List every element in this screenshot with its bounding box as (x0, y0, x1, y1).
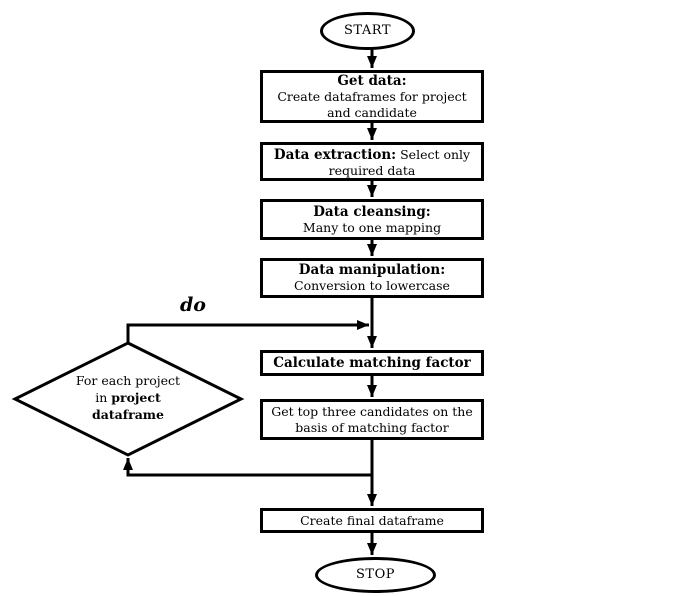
process-data-manipulation-body: Conversion to lowercase (294, 278, 450, 293)
decision-line2: in project (95, 390, 161, 405)
process-data-extraction-body: Select only required data (328, 147, 471, 178)
process-get-data-body: Create dataframes for project and candid… (277, 88, 467, 120)
stop-label: STOP (356, 567, 395, 582)
connector-diamond-do-branch (126, 320, 369, 344)
process-data-manipulation-title: Data manipulation: (298, 262, 446, 278)
process-get-top-three: Get top three candidates on the basis of… (260, 399, 484, 440)
stop-node: STOP (315, 557, 436, 593)
decision-diamond-label: For each project in project dataframe (43, 372, 213, 423)
process-get-data-title: Get data: (337, 72, 407, 89)
loop-do-label: do (180, 294, 206, 316)
process-calculate-matching-factor-title: Calculate matching factor (273, 355, 471, 371)
start-label: START (344, 23, 391, 38)
decision-diamond-shape (11, 341, 245, 457)
process-get-top-three-body: Get top three candidates on the basis of… (271, 403, 473, 435)
process-create-final-dataframe-body: Create final dataframe (300, 512, 444, 528)
process-create-final-dataframe: Create final dataframe (260, 508, 484, 533)
process-data-cleansing-title: Data cleansing: (313, 203, 431, 220)
process-data-extraction-title: Data extraction: (273, 147, 397, 163)
process-get-data: Get data: Create dataframes for project … (260, 70, 484, 123)
decision-line1: For each project (75, 373, 181, 388)
process-data-manipulation: Data manipulation: Conversion to lowerca… (260, 258, 484, 298)
connector-loopback-to-diamond (123, 458, 372, 477)
process-calculate-matching-factor: Calculate matching factor (260, 350, 484, 376)
process-data-cleansing: Data cleansing: Many to one mapping (260, 199, 484, 240)
start-node: START (320, 12, 415, 50)
process-data-extraction: Data extraction: Select only required da… (260, 142, 484, 181)
decision-line3: dataframe (92, 407, 164, 422)
process-data-cleansing-body: Many to one mapping (302, 219, 442, 235)
